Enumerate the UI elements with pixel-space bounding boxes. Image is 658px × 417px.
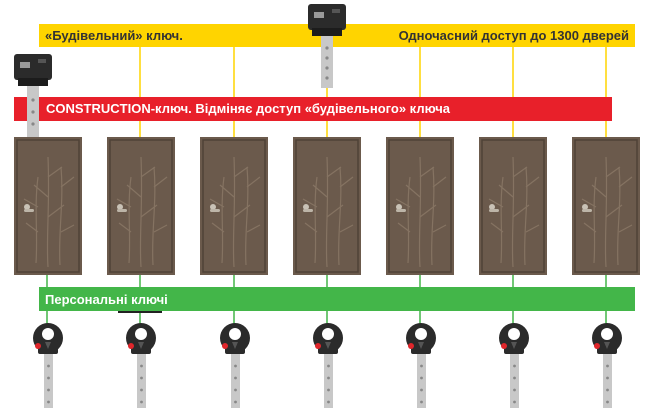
personal-key-icon-3 xyxy=(220,323,250,408)
simultaneous-access-label: Одночасний доступ до 1300 дверей xyxy=(398,28,629,43)
door-6 xyxy=(479,137,547,275)
personal-key-icon-2 xyxy=(126,323,156,408)
door-4 xyxy=(293,137,361,275)
personal-key-icon-6 xyxy=(499,323,529,408)
personal-key-icon-1 xyxy=(33,323,63,408)
door-7 xyxy=(572,137,640,275)
construction-key-label: CONSTRUCTION-ключ. Відміняє доступ «буді… xyxy=(46,101,450,116)
building-key-label: «Будівельний» ключ. xyxy=(45,28,183,43)
personal-keys-bar: Персональні ключі xyxy=(39,287,635,311)
door-5 xyxy=(386,137,454,275)
door-2 xyxy=(107,137,175,275)
personal-key-icon-5 xyxy=(406,323,436,408)
underline-mark xyxy=(118,311,162,313)
personal-key-icon-4 xyxy=(313,323,343,408)
construction-key-icon xyxy=(14,54,52,140)
building-key-icon xyxy=(308,4,346,88)
door-3 xyxy=(200,137,268,275)
door-1 xyxy=(14,137,82,275)
construction-key-bar: CONSTRUCTION-ключ. Відміняє доступ «буді… xyxy=(14,97,612,121)
personal-keys-label: Персональні ключі xyxy=(45,292,168,307)
personal-key-icon-7 xyxy=(592,323,622,408)
